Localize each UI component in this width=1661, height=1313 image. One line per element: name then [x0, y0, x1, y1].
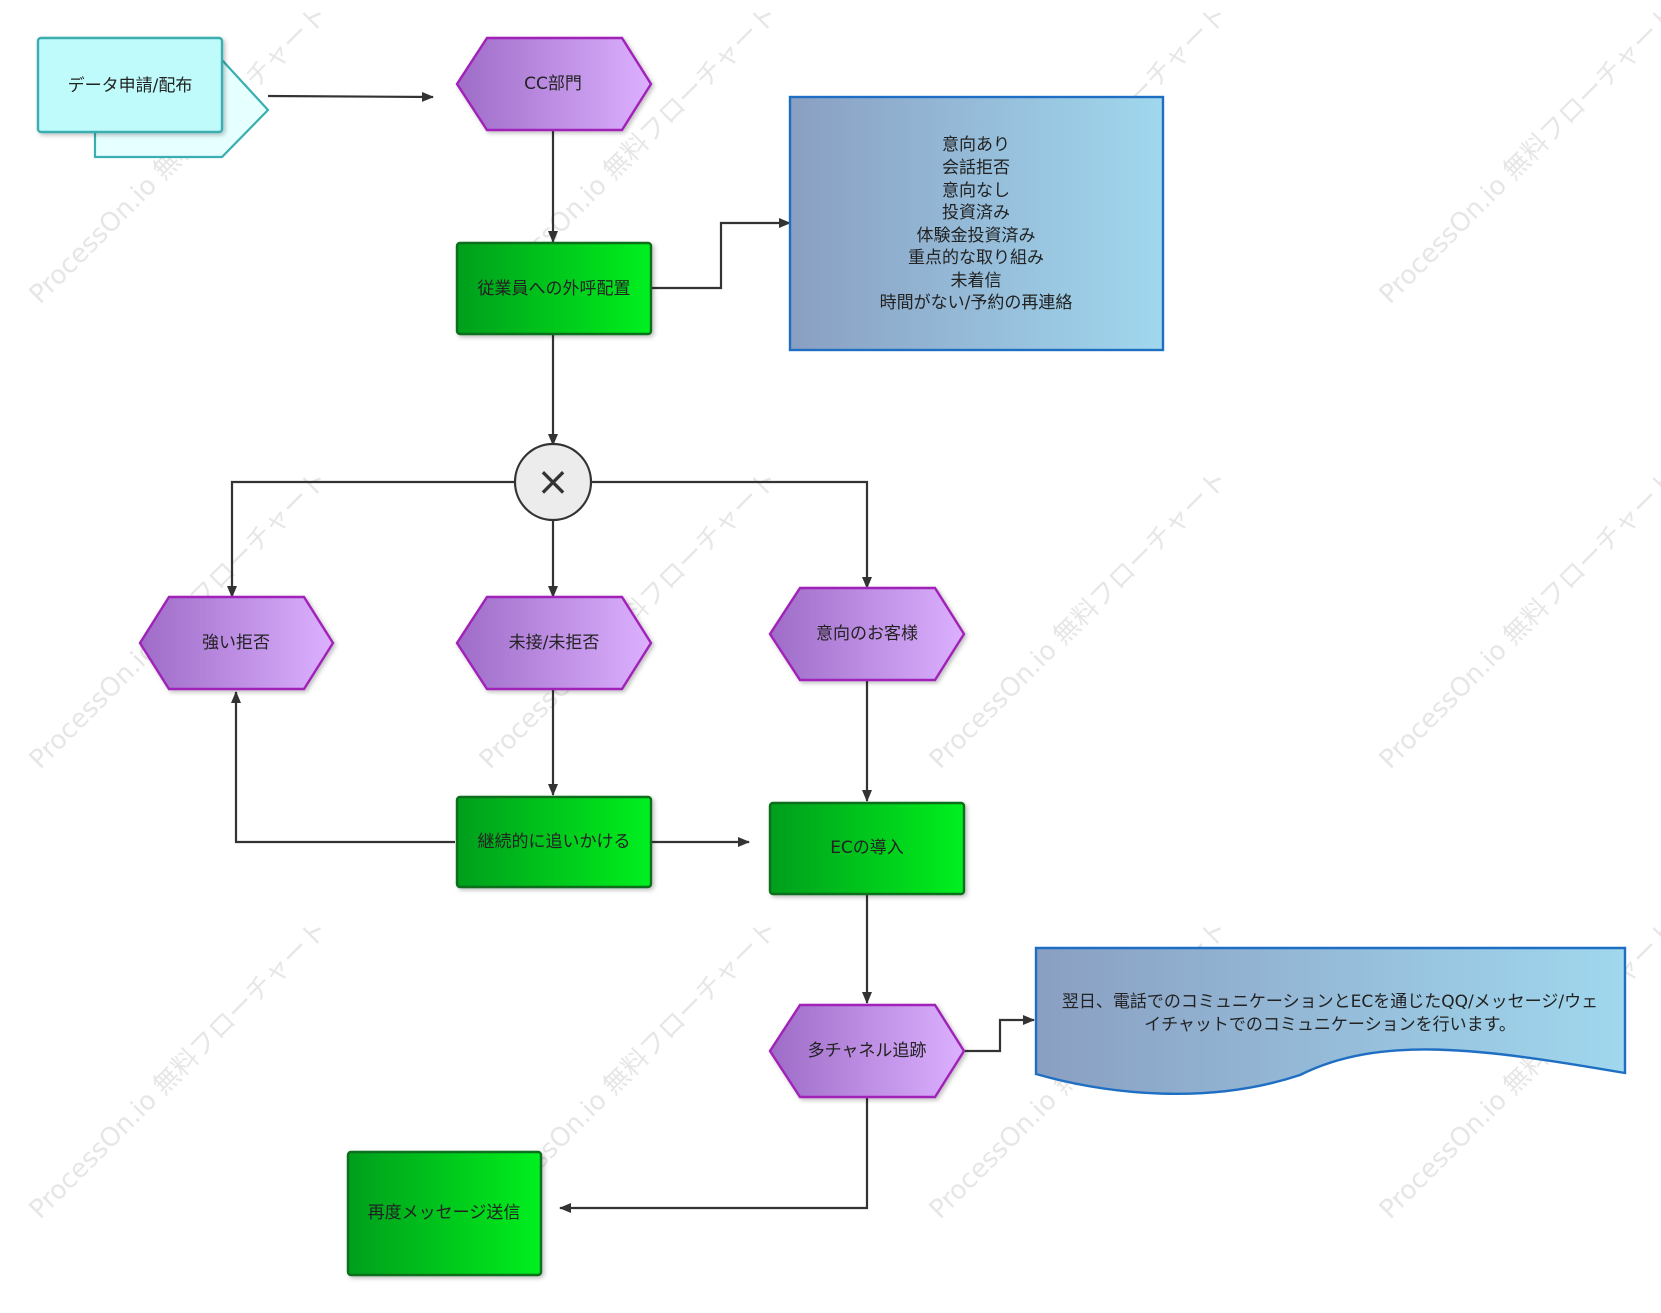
cc-dept-node[interactable]: CC部門 [455, 36, 653, 132]
outcome-line: 重点的な取り組み [908, 248, 1044, 268]
outbound-assign-node[interactable]: 従業員への外呼配置 [455, 241, 653, 336]
outcome-line: 未着信 [951, 271, 1002, 291]
multichannel-node[interactable]: 多チャネル追跡 [768, 1003, 966, 1099]
data-shape-front [36, 36, 224, 134]
outcome-box [788, 95, 1165, 352]
cc-dept-label: CC部門 [524, 74, 582, 94]
strong-refusal-label: 強い拒否 [202, 633, 270, 653]
resend-label: 再度メッセージ送信 [368, 1203, 521, 1223]
interested-customer-node[interactable]: 意向のお客様 [768, 586, 966, 682]
strong-refusal-node[interactable]: 強い拒否 [138, 595, 335, 691]
multichannel-label: 多チャネル追跡 [808, 1041, 927, 1061]
edge-outbound-to-outcomes[interactable] [651, 218, 791, 290]
edge-multichannel-to-note[interactable] [965, 1015, 1035, 1053]
watermark: ProcessOn.io 無料フローチャート [924, 465, 1234, 775]
edge-follow-to-strong-refusal[interactable] [231, 691, 455, 844]
edge-gateway-to-strong-refusal[interactable] [227, 480, 514, 598]
process-box [768, 801, 966, 896]
continue-follow-node[interactable]: 継続的に追いかける [455, 795, 653, 889]
next-day-note-line: 翌日、電話でのコミュニケーションとECを通じたQQ/メッセージ/ウェ [1062, 992, 1598, 1012]
watermark: ProcessOn.io 無料フローチャート [1374, 0, 1661, 310]
next-day-note-node[interactable]: 翌日、電話でのコミュニケーションとECを通じたQQ/メッセージ/ウェ イチャット… [1034, 946, 1627, 1096]
no-contact-node[interactable]: 未接/未拒否 [455, 595, 653, 691]
data-request-node[interactable]: データ申請/配布 [36, 36, 270, 159]
process-box [455, 795, 653, 889]
watermark: ProcessOn.io 無料フローチャート [1374, 465, 1661, 775]
outcome-line: 時間がない/予約の再連絡 [880, 293, 1073, 313]
outcome-line: 体験金投資済み [917, 226, 1036, 246]
gateway-x-icon: × [536, 459, 570, 505]
ec-intro-node[interactable]: ECの導入 [768, 801, 966, 896]
hexagon-shape [455, 595, 653, 691]
outbound-assign-label: 従業員への外呼配置 [478, 279, 631, 299]
outcome-line: 投資済み [942, 203, 1010, 223]
data-request-label: データ申請/配布 [68, 75, 193, 96]
watermark: ProcessOn.io 無料フローチャート [24, 915, 334, 1225]
edge-multichannel-to-resend[interactable] [559, 1097, 869, 1213]
next-day-note-line: イチャットでのコミュニケーションを行います。 [1144, 1015, 1516, 1035]
outcome-line: 意向あり [942, 135, 1010, 155]
hexagon-shape [768, 586, 966, 682]
interested-customer-label: 意向のお客様 [816, 624, 918, 644]
hexagon-shape [768, 1003, 966, 1099]
process-box [346, 1150, 543, 1277]
outcome-line: 会話拒否 [942, 158, 1010, 178]
edge-data-to-cc[interactable] [267, 91, 434, 102]
outcome-line: 意向なし [942, 181, 1010, 201]
xor-gateway-node[interactable]: × [513, 442, 593, 522]
edges [227, 91, 1035, 1213]
no-contact-label: 未接/未拒否 [509, 633, 600, 653]
process-box [455, 241, 653, 336]
hexagon-shape [138, 595, 335, 691]
hexagon-shape [455, 36, 653, 132]
gateway-circle [513, 442, 593, 522]
document-shape [1034, 946, 1627, 1096]
resend-node[interactable]: 再度メッセージ送信 [346, 1150, 543, 1277]
edge-gateway-to-interested[interactable] [592, 480, 872, 589]
continue-follow-label: 継続的に追いかける [478, 832, 631, 852]
outcome-list-node[interactable]: 意向あり 会話拒否 意向なし 投資済み 体験金投資済み 重点的な取り組み 未着信… [788, 95, 1165, 352]
ec-intro-label: ECの導入 [830, 838, 904, 858]
